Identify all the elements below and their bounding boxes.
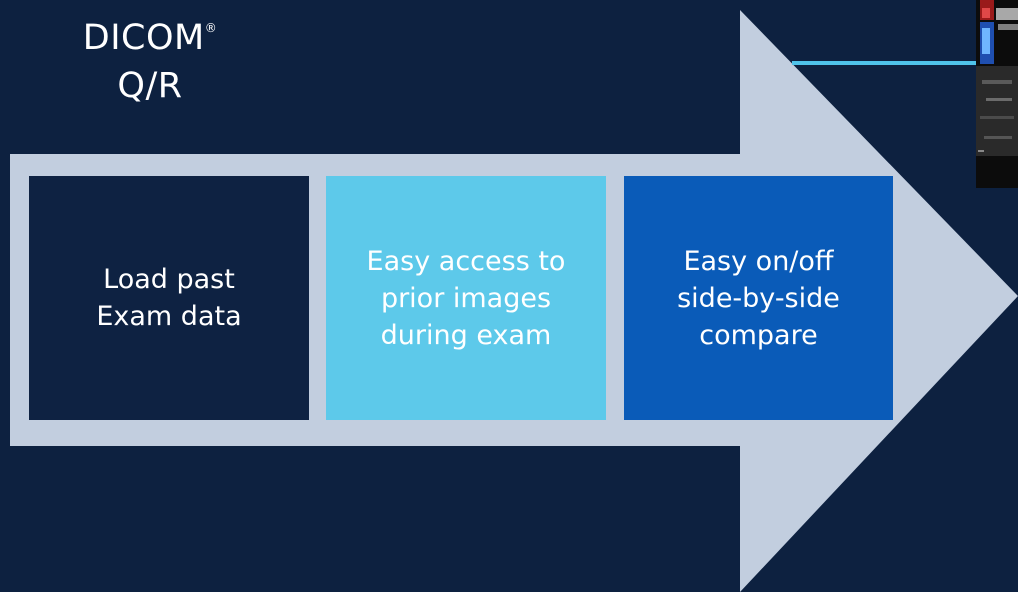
step-side-by-side-compare: Easy on/off side-by-side compare <box>624 176 893 420</box>
ultrasound-image-icon <box>976 0 1018 188</box>
dicom-qr-title: DICOM® Q/R <box>60 14 240 110</box>
title-line-1: DICOM® <box>60 14 240 62</box>
step-1-label: Load past Exam data <box>96 264 242 332</box>
ultrasound-thumbnail <box>976 0 1018 188</box>
title-line-2: Q/R <box>117 66 183 106</box>
step-2-label: Easy access to prior images during exam <box>366 245 566 351</box>
title-dicom: DICOM <box>82 18 205 58</box>
step-load-past-exam: Load past Exam data <box>29 176 309 420</box>
step-3-label: Easy on/off side-by-side compare <box>677 245 840 351</box>
step-access-prior-images: Easy access to prior images during exam <box>326 176 606 420</box>
connector-line <box>792 61 976 65</box>
registered-mark: ® <box>204 21 218 35</box>
